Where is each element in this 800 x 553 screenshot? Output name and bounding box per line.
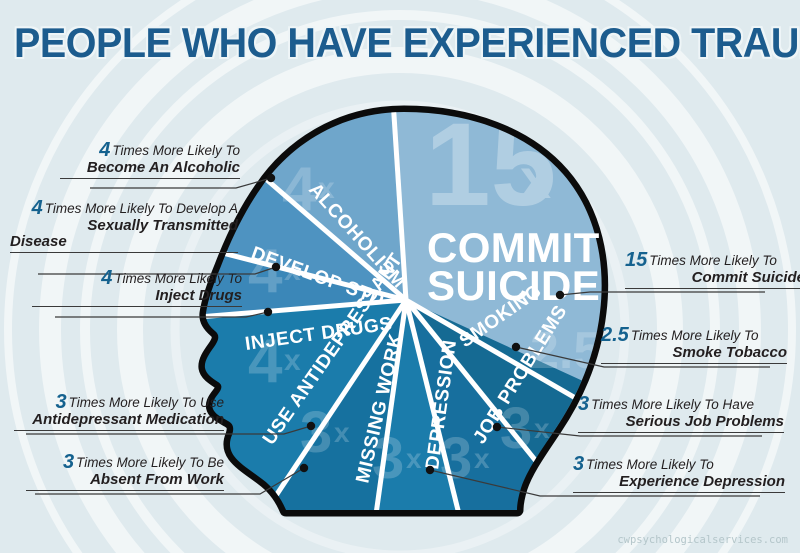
svg-text:x: x [284,344,301,377]
callout-line2: Antidepressant Medication [32,411,224,428]
leader-dots [263,173,565,475]
svg-text:x: x [318,172,335,205]
callout-number: 3 [573,453,585,475]
callout-line1: Times More Likely To [630,328,759,343]
callout-line1: Times More Likely To [112,143,240,158]
wedge-dividers [204,112,602,510]
callout-line1: Times More Likely To [649,253,777,268]
ghost-4x-std: 4 [248,237,283,306]
callout-number: 4 [101,267,113,289]
callout-line2: Inject Drugs [155,287,242,304]
leader-lines [26,177,770,497]
callout-rule [601,363,787,365]
callout-line1: Times More Likely To Develop A [44,201,238,216]
callout-line1: Times More Likely To Be [76,455,224,470]
page-title: PEOPLE WHO HAVE EXPERIENCED TRAUMA ARE: [14,19,800,66]
callout-rule [10,252,238,254]
svg-text:x: x [334,417,350,448]
wedge-depression [350,300,500,510]
callout-line1: Times More Likely To Have [591,397,755,412]
callout-line2: Absent From Work [90,471,224,488]
callout-line1: Times More Likely To Use [68,395,224,410]
callout-line3: Disease [10,233,67,251]
callout-rule [573,492,785,494]
site-watermark: cwpsychologicalservices.com [617,534,788,546]
callout-number: 15 [625,249,648,271]
callout-number: 4 [31,197,43,219]
svg-text:x: x [534,413,550,444]
ghost-4x-drugs: 4 [248,327,283,396]
callout-line1: Times More Likely To [586,457,714,472]
callout-line2: Sexually Transmitted [87,217,238,234]
wedge-inject-drugs [204,210,406,330]
callout-line2: Smoke Tobacco [672,344,787,361]
callout-number: 3 [55,391,67,413]
center-callout: COMMIT SUICIDE [427,224,600,309]
callout-rule [26,490,224,492]
callout-number: 3 [62,451,75,473]
callout-number: 2.5 [601,324,629,346]
callout-rule [32,306,242,308]
svg-text:x: x [520,147,551,210]
wedge-commit-suicide [380,112,602,510]
svg-text:x: x [406,443,422,474]
callout-number: 3 [578,393,590,415]
center-callout-line2: SUICIDE [427,262,600,309]
callout-number: 4 [99,139,111,161]
callout-line2: Experience Depression [619,473,785,490]
callout-line2: Commit Suicide [691,269,800,286]
ghost-4x-alcoholism: 4 [282,155,317,224]
callout-rule [578,432,784,434]
callout-line1: Times More Likely To [114,271,242,286]
callout-rule [60,178,240,180]
svg-text:x: x [474,443,490,474]
wedge-alcoholism [204,112,406,300]
callout-rule [14,430,224,432]
center-callout-line1: COMMIT [427,224,600,271]
callout-rule [625,288,800,290]
wedge-missing-work [204,300,406,510]
callout-line2: Serious Job Problems [625,413,784,430]
callout-line2: Become An Alcoholic [86,159,240,176]
